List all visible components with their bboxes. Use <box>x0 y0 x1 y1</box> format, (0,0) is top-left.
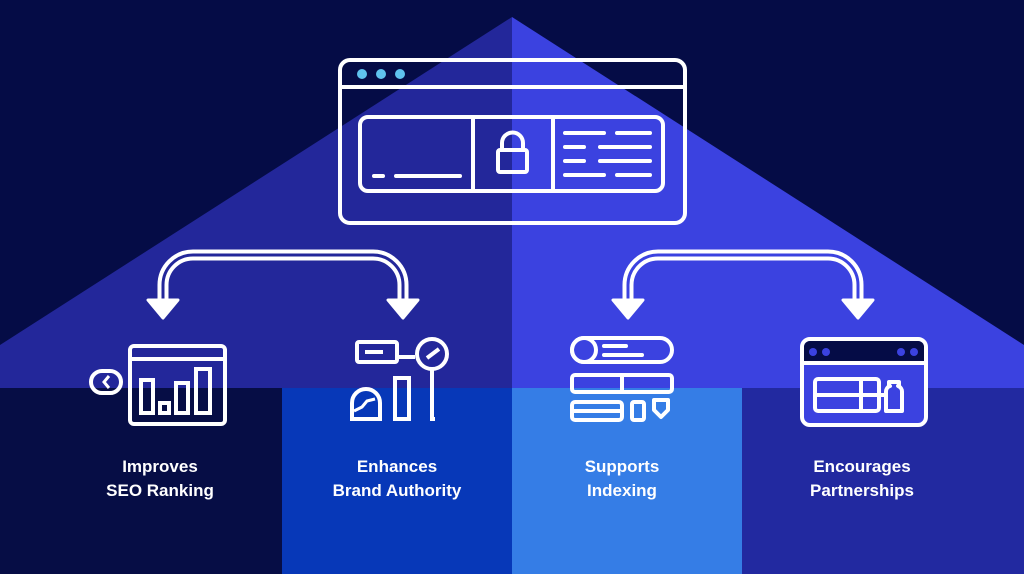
benefit-label-indexing: Supports Indexing <box>507 455 737 503</box>
indexing-layout-icon <box>570 336 674 422</box>
lock-icon <box>496 130 529 174</box>
brand-authority-icon <box>350 337 449 421</box>
benefit-line1: Enhances <box>356 457 438 476</box>
benefit-line2: Brand Authority <box>332 481 462 500</box>
window-dot <box>376 69 386 79</box>
benefit-label-partnerships: Encourages Partnerships <box>747 455 977 503</box>
benefit-label-brand-authority: Enhances Brand Authority <box>282 455 512 503</box>
benefit-line2: SEO Ranking <box>106 481 214 500</box>
column-1-bg <box>0 388 282 574</box>
benefit-line1: Encourages <box>813 457 911 476</box>
seo-ranking-chart-icon <box>89 344 227 426</box>
right-split-arrow-icon <box>611 249 875 320</box>
triangle-right-half <box>512 17 1024 388</box>
benefit-line2: Indexing <box>587 481 657 500</box>
benefit-line2: Partnerships <box>810 481 914 500</box>
partnership-browser-icon <box>800 337 928 427</box>
window-dot <box>395 69 405 79</box>
benefit-label-seo-ranking: Improves SEO Ranking <box>45 455 275 503</box>
left-split-arrow-icon <box>146 249 420 320</box>
column-3-bg <box>512 388 742 574</box>
window-dot <box>357 69 367 79</box>
triangle-left-half <box>0 17 512 388</box>
secure-browser-window-icon <box>338 58 687 225</box>
text-lines-panel <box>563 131 652 177</box>
benefit-line1: Supports <box>584 457 660 476</box>
benefit-line1: Improves <box>122 457 198 476</box>
